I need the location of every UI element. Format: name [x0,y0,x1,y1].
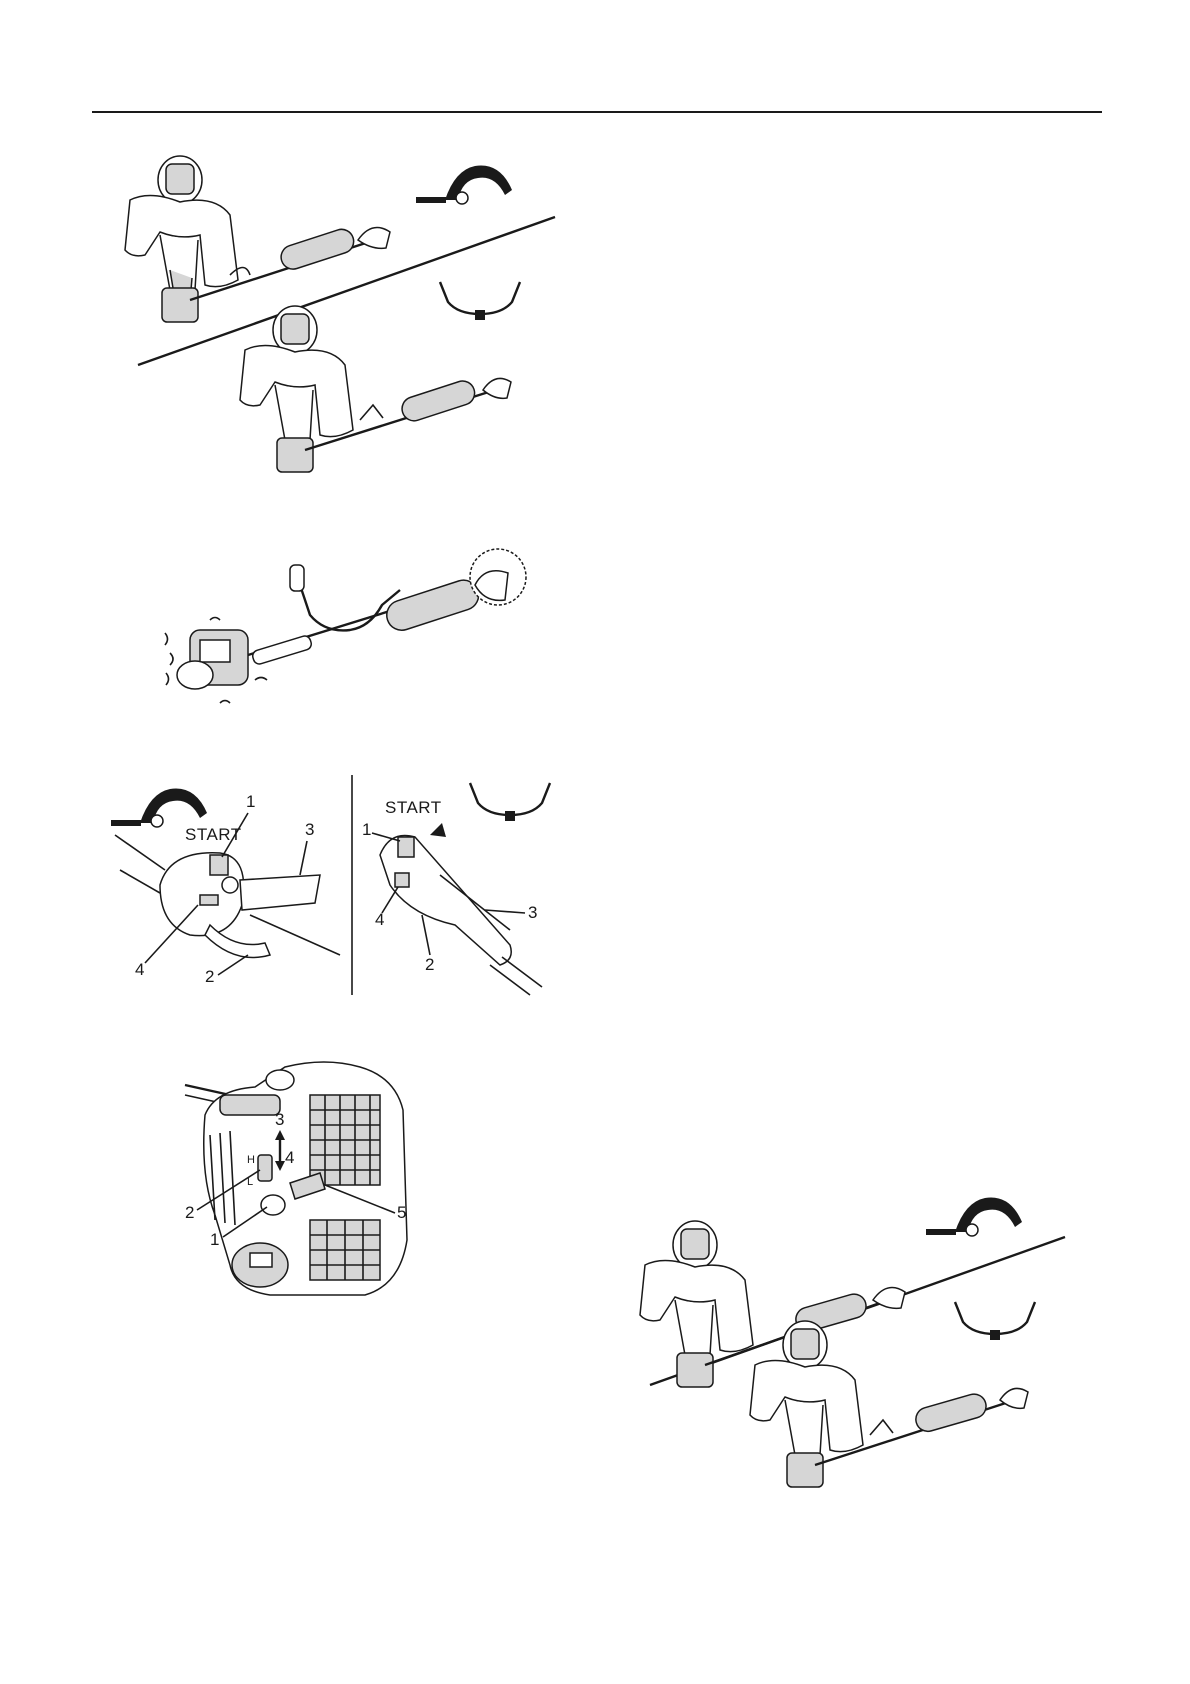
bike-handle-icon [440,282,520,320]
start-arrow-right-icon [430,823,446,837]
start-label-right: START [385,798,442,817]
engine-unit [165,618,267,704]
callout-right-3: 3 [528,903,537,922]
figure-engine-choke: H L 3 4 5 2 1 [175,1055,455,1325]
callout-engine-4: 4 [285,1148,294,1167]
callout-left-4: 4 [135,960,144,979]
callout-left-1: 1 [246,792,255,811]
header-rule [92,111,1102,113]
loop-throttle-handle [115,835,340,958]
callout-engine-5: 5 [397,1203,406,1222]
operator-loop-handle [125,156,390,322]
callout-right-2: 2 [425,955,434,974]
bike-throttle-handle [380,835,542,995]
figure-operator-positions-top [110,140,570,505]
tank-grill [310,1220,380,1280]
callout-left-2: 2 [205,967,214,986]
callout-engine-2: 2 [185,1203,194,1222]
operator-bike-handle [240,306,511,472]
loop-handle-icon [111,789,207,828]
figure-operator-positions-bottom [630,1180,1080,1510]
bike-handle-icon [470,783,550,821]
start-label-left: START [185,825,242,844]
primer-bulb [261,1195,285,1215]
figure-throttle-handles: START 1 3 4 2 START [110,775,580,995]
callout-left-3: 3 [305,820,314,839]
callout-engine-3: 3 [275,1110,284,1129]
figure-vibrating-trimmer [160,545,550,720]
callout-engine-1: 1 [210,1230,219,1249]
operator-bike-handle [750,1321,1028,1487]
loop-handle-icon [416,166,512,205]
cooling-grill [310,1095,380,1185]
loop-handle-icon [926,1198,1022,1237]
callout-right-1: 1 [362,820,371,839]
bike-handle-icon [955,1302,1035,1340]
callout-right-4: 4 [375,910,384,929]
lever-mark-h: H [247,1154,255,1166]
